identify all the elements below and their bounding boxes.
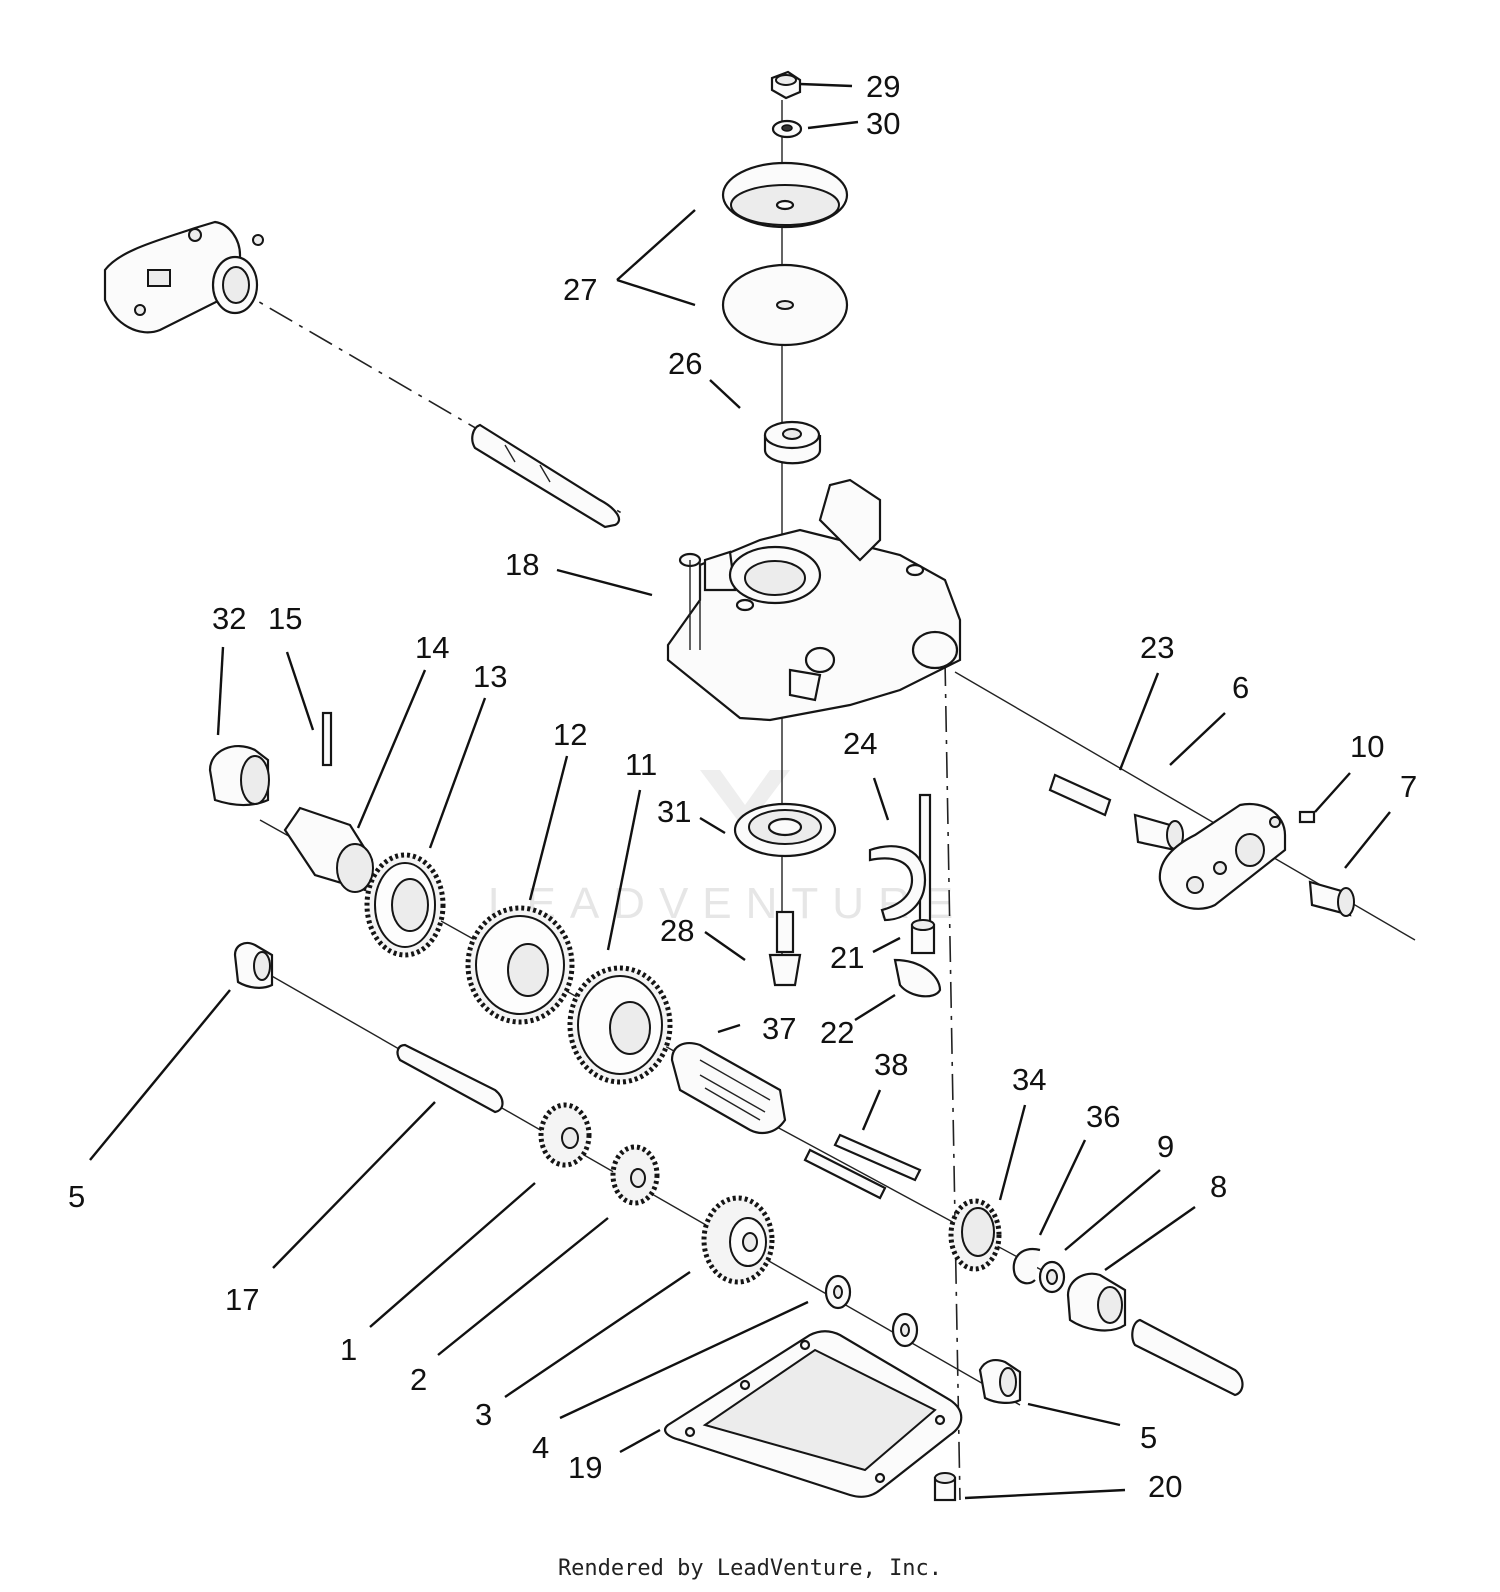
- part-27-pulley-halves: [721, 161, 849, 347]
- callout-26: 26: [668, 346, 702, 381]
- leader-lines: [89, 82, 1391, 1500]
- part-15-pin: [321, 711, 333, 767]
- part-20-drain-plug: [933, 1472, 957, 1502]
- callout-14: 14: [415, 630, 449, 665]
- upper-left-shaft: [471, 423, 621, 529]
- part-9-washer: [1038, 1260, 1066, 1294]
- callout-6: 6: [1232, 670, 1249, 705]
- part-17-shaft: [396, 1043, 504, 1114]
- callout-2: 2: [410, 1362, 427, 1397]
- left-bearing-bracket: [103, 220, 264, 334]
- callout-12: 12: [553, 717, 587, 752]
- callout-13: 13: [473, 659, 507, 694]
- callout-34: 34: [1012, 1062, 1046, 1097]
- part-30-washer: [771, 119, 803, 139]
- part-22-clip: [893, 958, 942, 998]
- part-34-seal: [948, 1198, 1002, 1272]
- part-38-keys: [803, 1133, 922, 1200]
- part-5-bushing-left: [233, 941, 274, 989]
- callout-29: 29: [866, 69, 900, 104]
- callout-30: 30: [866, 106, 900, 141]
- callout-28: 28: [660, 913, 694, 948]
- part-8-bushing: [1066, 1272, 1127, 1332]
- part-12-gear: [465, 905, 575, 1025]
- part-26-spacer: [763, 420, 822, 465]
- callout-38: 38: [874, 1047, 908, 1082]
- callout-31: 31: [657, 794, 691, 829]
- render-credit-footer: Rendered by LeadVenture, Inc.: [557, 1556, 943, 1581]
- part-18-gear-housing: [666, 478, 962, 722]
- callout-5-right: 5: [1140, 1420, 1157, 1455]
- callout-5-left: 5: [68, 1179, 85, 1214]
- part-21-bushing: [910, 919, 936, 955]
- part-37-splined-shaft: [670, 1042, 787, 1135]
- part-10-screw: [1298, 810, 1316, 824]
- callout-17: 17: [225, 1282, 259, 1317]
- callout-1: 1: [340, 1332, 357, 1367]
- callout-20: 20: [1148, 1469, 1182, 1504]
- part-2-gear: [610, 1144, 660, 1206]
- callout-36: 36: [1086, 1099, 1120, 1134]
- callout-18: 18: [505, 547, 539, 582]
- callout-7: 7: [1400, 769, 1417, 804]
- part-1-gear: [538, 1102, 592, 1168]
- callout-22: 22: [820, 1015, 854, 1050]
- callout-27: 27: [563, 272, 597, 307]
- part-28-pinion: [768, 910, 802, 987]
- callout-21: 21: [830, 940, 864, 975]
- part-23-spring-pin: [1048, 773, 1112, 817]
- callout-11: 11: [625, 747, 657, 782]
- part-32-bushing: [208, 745, 270, 806]
- callout-37: 37: [762, 1011, 796, 1046]
- part-3-gear: [701, 1195, 775, 1285]
- callout-24: 24: [843, 726, 877, 761]
- watermark-text: LEADVENTURE: [488, 879, 967, 928]
- callout-8: 8: [1210, 1169, 1227, 1204]
- callout-9: 9: [1157, 1129, 1174, 1164]
- part-31-bearing: [733, 802, 837, 858]
- lower-right-shaft: [1131, 1318, 1244, 1397]
- part-6-bushing: [1133, 813, 1184, 852]
- callout-4: 4: [532, 1430, 549, 1465]
- callout-10: 10: [1350, 729, 1384, 764]
- callout-labels: 29 30 27 26 18 32 15 14 13 12 11 31 24 2…: [68, 69, 1417, 1504]
- part-36-retaining-ring: [1012, 1247, 1041, 1285]
- part-19-housing-cover: [664, 1330, 963, 1498]
- callout-23: 23: [1140, 630, 1174, 665]
- callout-15: 15: [268, 601, 302, 636]
- part-4-thrust-washers: [824, 1274, 919, 1348]
- part-7-bushing: [1308, 880, 1355, 917]
- right-bearing-bracket: [1158, 802, 1287, 910]
- part-14-splined-hub: [283, 806, 374, 893]
- callout-3: 3: [475, 1397, 492, 1432]
- part-13-gear: [364, 852, 446, 958]
- callout-19: 19: [568, 1450, 602, 1485]
- part-11-gear: [567, 965, 673, 1085]
- part-29-nut: [770, 70, 802, 100]
- callout-32: 32: [212, 601, 246, 636]
- part-5-bushing-right: [978, 1359, 1022, 1404]
